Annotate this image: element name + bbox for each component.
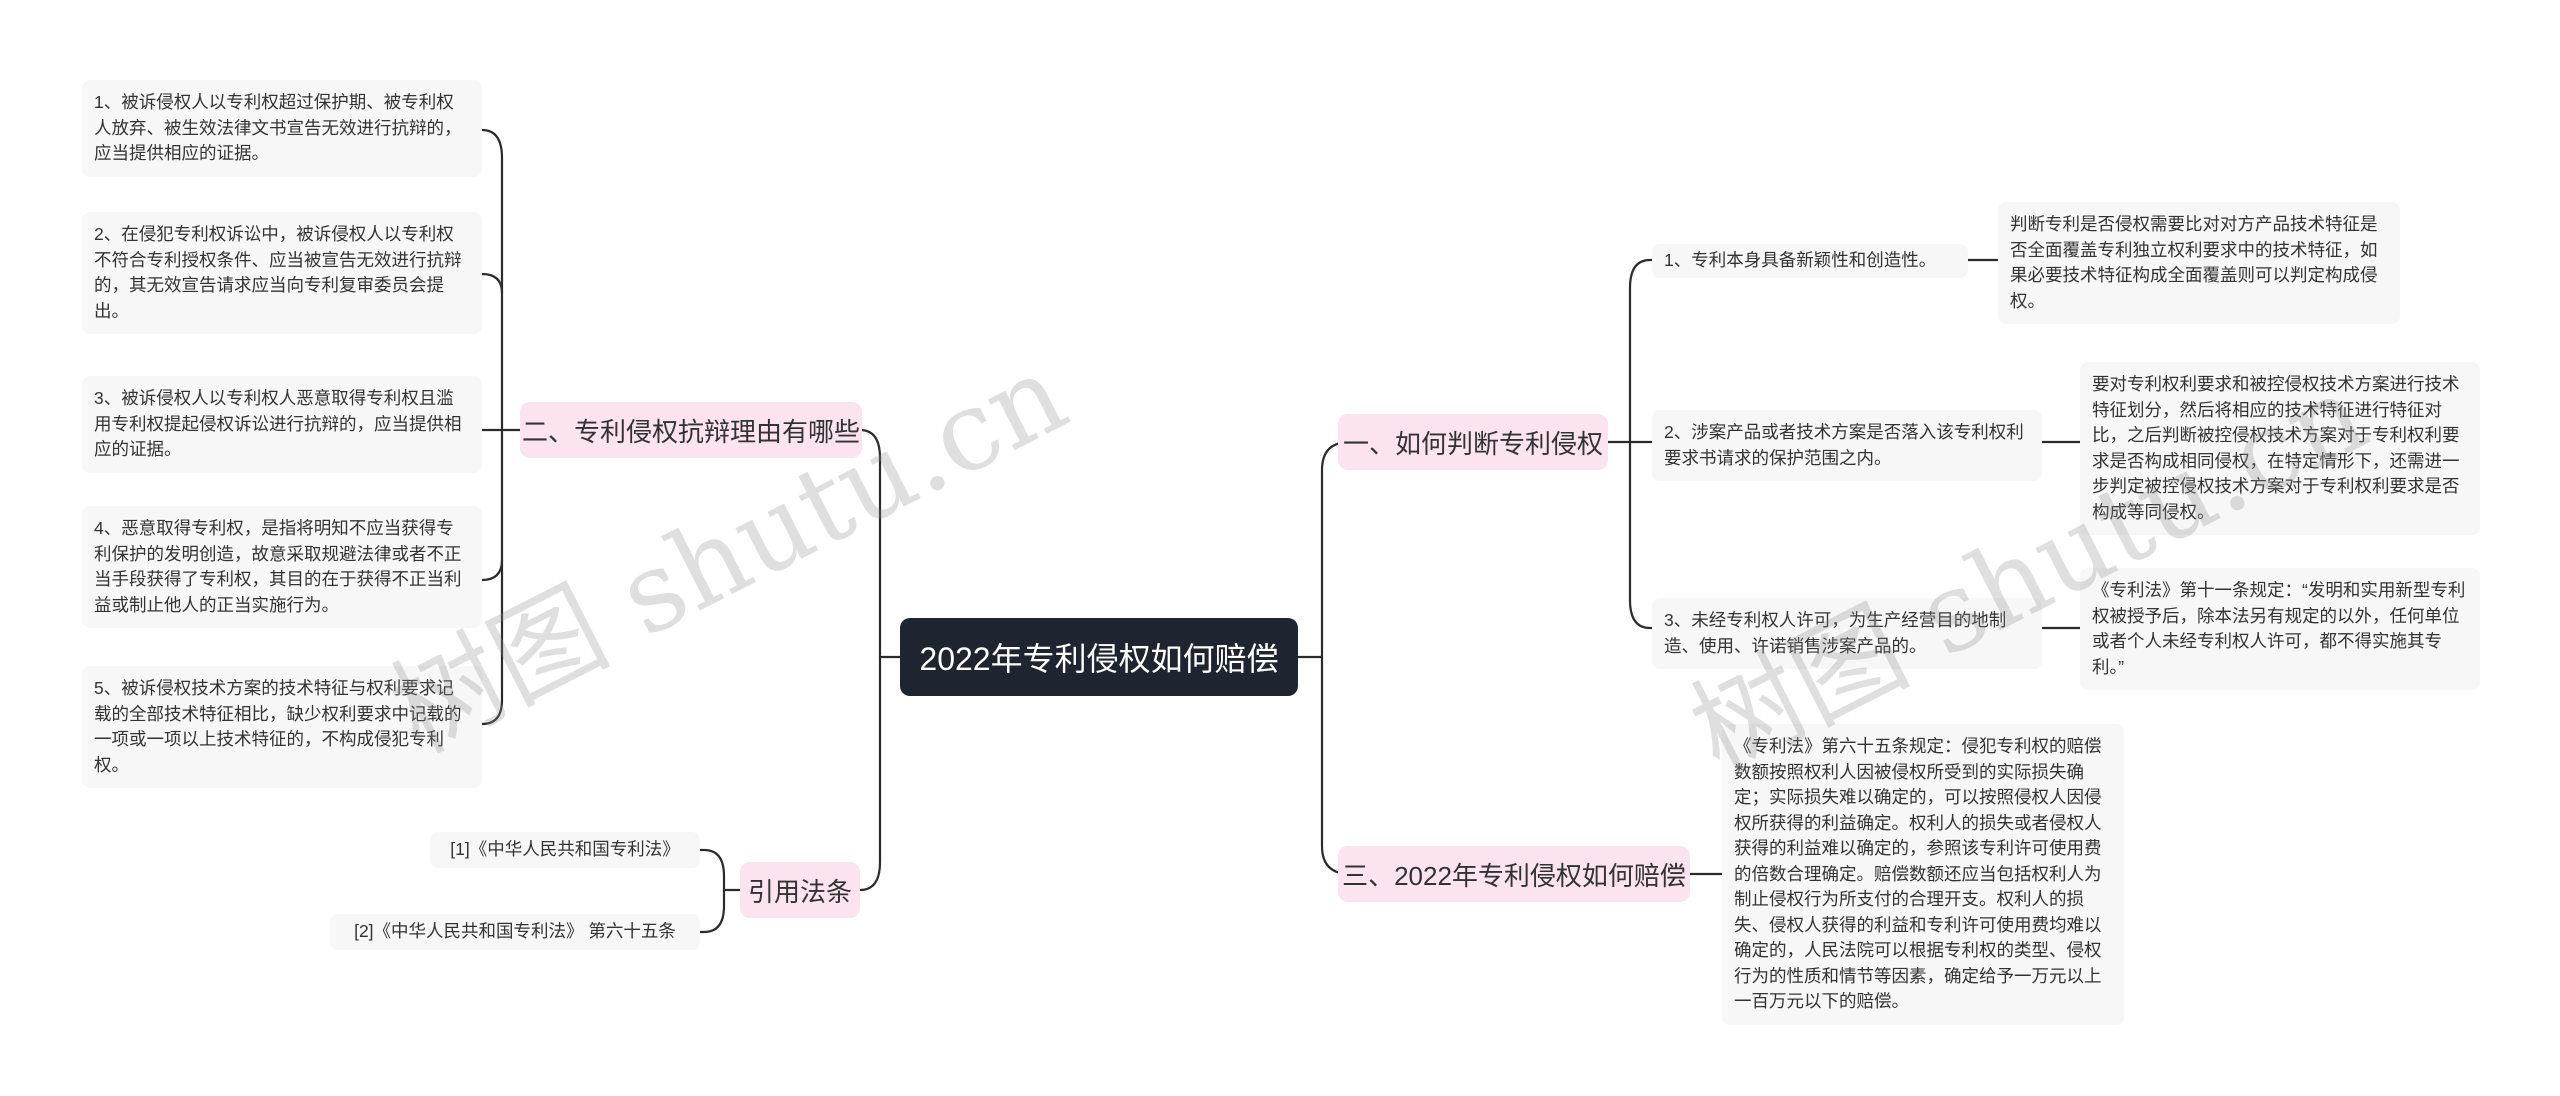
connector-defense-item2 bbox=[480, 272, 504, 295]
root-topic-label: 2022年专利侵权如何赔偿 bbox=[919, 641, 1279, 677]
defense-item-2-text: 2、在侵犯专利权诉讼中，被诉侵权人以专利权不符合专利授权条件、应当被宣告无效进行… bbox=[94, 224, 462, 321]
judge-item-2-text: 2、涉案产品或者技术方案是否落入该专利权利要求书请求的保护范围之内。 bbox=[1664, 422, 2024, 468]
compensation-detail-text: 《专利法》第六十五条规定：侵犯专利权的赔偿数额按照权利人因被侵权所受到的实际损失… bbox=[1734, 736, 2102, 1011]
branch-how-to-judge-label: 一、如何判断专利侵权 bbox=[1342, 428, 1603, 459]
judge-item-2-detail-text: 要对专利权利要求和被控侵权技术方案进行技术特征划分，然后将相应的技术特征进行特征… bbox=[2092, 374, 2460, 522]
judge-item-1-detail[interactable]: 判断专利是否侵权需要比对对方产品技术特征是否全面覆盖专利独立权利要求中的技术特征… bbox=[1998, 202, 2400, 324]
connector-judge-items bbox=[1606, 258, 1654, 444]
connector-root-judge bbox=[1296, 440, 1354, 659]
judge-item-1-text: 1、专利本身具备新颖性和创造性。 bbox=[1664, 250, 1937, 270]
connector-defense-bracket bbox=[480, 128, 522, 432]
defense-item-1-text: 1、被诉侵权人以专利权超过保护期、被专利权人放弃、被生效法律文书宣告无效进行抗辩… bbox=[94, 92, 462, 163]
branch-compensation[interactable]: 三、2022年专利侵权如何赔偿 bbox=[1338, 846, 1690, 902]
branch-references[interactable]: 引用法条 bbox=[740, 862, 860, 918]
judge-item-2-detail[interactable]: 要对专利权利要求和被控侵权技术方案进行技术特征划分，然后将相应的技术特征进行特征… bbox=[2080, 362, 2480, 535]
defense-item-4-text: 4、恶意取得专利权，是指将明知不应当获得专利保护的发明创造，故意采取规避法律或者… bbox=[94, 518, 462, 615]
reference-item-2-text: [2]《中华人民共和国专利法》 第六十五条 bbox=[354, 921, 676, 942]
compensation-detail[interactable]: 《专利法》第六十五条规定：侵犯专利权的赔偿数额按照权利人因被侵权所受到的实际损失… bbox=[1722, 724, 2124, 1025]
branch-references-label: 引用法条 bbox=[747, 876, 852, 907]
defense-item-5-text: 5、被诉侵权技术方案的技术特征与权利要求记载的全部技术特征相比，缺少权利要求中记… bbox=[94, 678, 462, 775]
root-topic[interactable]: 2022年专利侵权如何赔偿 bbox=[900, 618, 1298, 696]
connector-root-references bbox=[858, 655, 882, 892]
reference-item-1-text: [1]《中华人民共和国专利法》 bbox=[450, 839, 680, 860]
judge-item-1-detail-text: 判断专利是否侵权需要比对对方产品技术特征是否全面覆盖专利独立权利要求中的技术特征… bbox=[2010, 214, 2378, 311]
connector-refs-item1 bbox=[698, 848, 742, 892]
reference-item-2[interactable]: [2]《中华人民共和国专利法》 第六十五条 bbox=[330, 914, 700, 950]
defense-item-1[interactable]: 1、被诉侵权人以专利权超过保护期、被专利权人放弃、被生效法律文书宣告无效进行抗辩… bbox=[82, 80, 482, 177]
judge-item-1[interactable]: 1、专利本身具备新颖性和创造性。 bbox=[1652, 244, 1968, 278]
judge-item-3-detail[interactable]: 《专利法》第十一条规定：“发明和实用新型专利权被授予后，除本法另有规定的以外，任… bbox=[2080, 568, 2480, 690]
connector-root-defense bbox=[858, 428, 902, 659]
defense-item-3-text: 3、被诉侵权人以专利权人恶意取得专利权且滥用专利权提起侵权诉讼进行抗辩的，应当提… bbox=[94, 388, 462, 459]
branch-compensation-label: 三、2022年专利侵权如何赔偿 bbox=[1342, 860, 1686, 891]
defense-item-2[interactable]: 2、在侵犯专利权诉讼中，被诉侵权人以专利权不符合专利授权条件、应当被宣告无效进行… bbox=[82, 212, 482, 334]
connector-root-compensation bbox=[1320, 655, 1354, 876]
connector-defense-item5 bbox=[480, 558, 504, 726]
branch-defense[interactable]: 二、专利侵权抗辩理由有哪些 bbox=[520, 402, 862, 458]
judge-item-3-text: 3、未经专利权人许可，为生产经营目的地制造、使用、许诺销售涉案产品的。 bbox=[1664, 610, 2007, 656]
judge-item-3[interactable]: 3、未经专利权人许可，为生产经营目的地制造、使用、许诺销售涉案产品的。 bbox=[1652, 598, 2042, 669]
defense-item-4[interactable]: 4、恶意取得专利权，是指将明知不应当获得专利保护的发明创造，故意采取规避法律或者… bbox=[82, 506, 482, 628]
branch-how-to-judge[interactable]: 一、如何判断专利侵权 bbox=[1338, 414, 1608, 470]
judge-item-2[interactable]: 2、涉案产品或者技术方案是否落入该专利权利要求书请求的保护范围之内。 bbox=[1652, 410, 2042, 481]
judge-item-3-detail-text: 《专利法》第十一条规定：“发明和实用新型专利权被授予后，除本法另有规定的以外，任… bbox=[2092, 580, 2466, 677]
connector-judge-item3 bbox=[1628, 440, 1654, 630]
connector-defense-item4 bbox=[480, 428, 504, 582]
branch-defense-label: 二、专利侵权抗辩理由有哪些 bbox=[521, 416, 860, 447]
reference-item-1[interactable]: [1]《中华人民共和国专利法》 bbox=[430, 832, 700, 868]
defense-item-3[interactable]: 3、被诉侵权人以专利权人恶意取得专利权且滥用专利权提起侵权诉讼进行抗辩的，应当提… bbox=[82, 376, 482, 473]
defense-item-5[interactable]: 5、被诉侵权技术方案的技术特征与权利要求记载的全部技术特征相比，缺少权利要求中记… bbox=[82, 666, 482, 788]
connector-refs-item2 bbox=[698, 888, 726, 934]
